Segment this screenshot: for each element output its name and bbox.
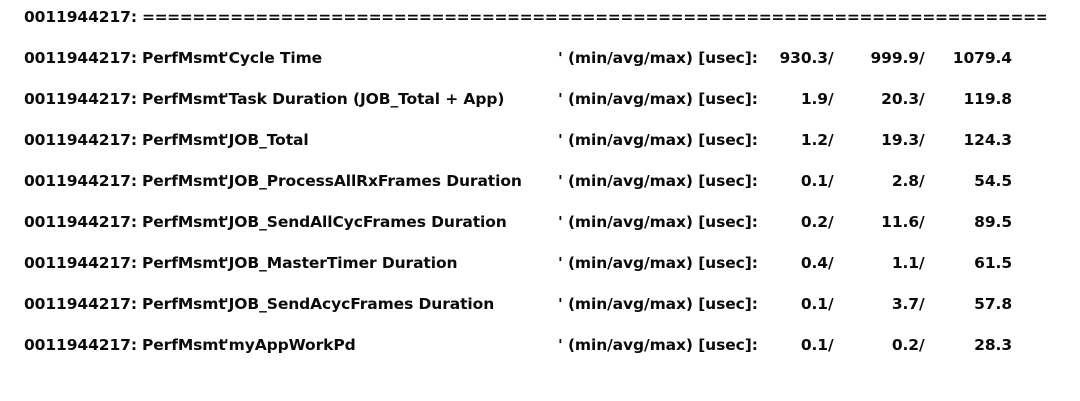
metric-min: 1.9 bbox=[800, 90, 828, 108]
metric-avg: 0.2 bbox=[891, 336, 919, 354]
value-slash: / bbox=[828, 295, 834, 313]
log-tag: PerfMsmt bbox=[142, 295, 226, 313]
metric-min: 0.1 bbox=[800, 295, 828, 313]
metric-units: ' (min/avg/max) [usec]: bbox=[558, 131, 758, 149]
metric-units: ' (min/avg/max) [usec]: bbox=[558, 90, 758, 108]
value-slash: / bbox=[919, 49, 925, 67]
log-timestamp: 0011944217: bbox=[24, 90, 137, 108]
metric-units: ' (min/avg/max) [usec]: bbox=[558, 172, 758, 190]
log-tag: PerfMsmt bbox=[142, 90, 226, 108]
log-timestamp: 0011944217: bbox=[24, 172, 137, 190]
log-row: 0011944217: PerfMsmt 'JOB_SendAllCycFram… bbox=[24, 207, 1046, 237]
metric-label: 'JOB_SendAllCycFrames Duration bbox=[224, 213, 507, 231]
metric-max: 119.8 bbox=[963, 90, 1012, 108]
metric-label: 'JOB_Total bbox=[224, 131, 309, 149]
metric-units: ' (min/avg/max) [usec]: bbox=[558, 49, 758, 67]
value-slash: / bbox=[919, 336, 925, 354]
value-slash: / bbox=[828, 131, 834, 149]
metric-avg: 19.3 bbox=[881, 131, 919, 149]
log-tag: PerfMsmt bbox=[142, 336, 226, 354]
metric-max: 57.8 bbox=[974, 295, 1012, 313]
log-row: 0011944217: PerfMsmt 'Cycle Time ' (min/… bbox=[24, 43, 1046, 73]
value-slash: / bbox=[919, 172, 925, 190]
metric-label: 'JOB_ProcessAllRxFrames Duration bbox=[224, 172, 522, 190]
log-tag: PerfMsmt bbox=[142, 49, 226, 67]
value-slash: / bbox=[828, 254, 834, 272]
metric-min: 930.3 bbox=[779, 49, 828, 67]
metric-max: 89.5 bbox=[974, 213, 1012, 231]
metric-label: 'JOB_SendAcycFrames Duration bbox=[224, 295, 495, 313]
value-slash: / bbox=[919, 295, 925, 313]
metric-avg: 3.7 bbox=[891, 295, 919, 313]
metric-min: 0.2 bbox=[800, 213, 828, 231]
metric-max: 124.3 bbox=[963, 131, 1012, 149]
metric-min: 0.4 bbox=[800, 254, 828, 272]
metric-avg: 2.8 bbox=[891, 172, 919, 190]
log-row-separator: 0011944217: ============================… bbox=[24, 2, 1046, 32]
log-timestamp: 0011944217: bbox=[24, 295, 137, 313]
log-timestamp: 0011944217: bbox=[24, 131, 137, 149]
log-timestamp: 0011944217: bbox=[24, 8, 137, 26]
metric-avg: 999.9 bbox=[870, 49, 919, 67]
value-slash: / bbox=[919, 254, 925, 272]
metric-label: 'JOB_MasterTimer Duration bbox=[224, 254, 458, 272]
log-timestamp: 0011944217: bbox=[24, 49, 137, 67]
metric-min: 1.2 bbox=[800, 131, 828, 149]
metric-units: ' (min/avg/max) [usec]: bbox=[558, 213, 758, 231]
metric-avg: 11.6 bbox=[881, 213, 919, 231]
metric-units: ' (min/avg/max) [usec]: bbox=[558, 254, 758, 272]
metric-label: 'Cycle Time bbox=[224, 49, 323, 67]
log-timestamp: 0011944217: bbox=[24, 336, 137, 354]
metric-min: 0.1 bbox=[800, 172, 828, 190]
log-timestamp: 0011944217: bbox=[24, 254, 137, 272]
log-tag: PerfMsmt bbox=[142, 213, 226, 231]
log-tag: PerfMsmt bbox=[142, 172, 226, 190]
value-slash: / bbox=[828, 90, 834, 108]
metric-label: 'myAppWorkPd bbox=[224, 336, 356, 354]
log-timestamp: 0011944217: bbox=[24, 213, 137, 231]
value-slash: / bbox=[828, 172, 834, 190]
log-tag: PerfMsmt bbox=[142, 254, 226, 272]
log-row: 0011944217: PerfMsmt 'Task Duration (JOB… bbox=[24, 84, 1046, 114]
value-slash: / bbox=[919, 213, 925, 231]
metric-units: ' (min/avg/max) [usec]: bbox=[558, 295, 758, 313]
metric-min: 0.1 bbox=[800, 336, 828, 354]
log-row: 0011944217: PerfMsmt 'JOB_ProcessAllRxFr… bbox=[24, 166, 1046, 196]
value-slash: / bbox=[919, 90, 925, 108]
metric-max: 28.3 bbox=[974, 336, 1012, 354]
metric-max: 54.5 bbox=[974, 172, 1012, 190]
value-slash: / bbox=[828, 49, 834, 67]
log-row: 0011944217: PerfMsmt 'myAppWorkPd ' (min… bbox=[24, 330, 1046, 360]
metric-max: 1079.4 bbox=[952, 49, 1012, 67]
metric-units: ' (min/avg/max) [usec]: bbox=[558, 336, 758, 354]
metric-label: 'Task Duration (JOB_Total + App) bbox=[224, 90, 505, 108]
log-separator-rule: ========================================… bbox=[142, 8, 1046, 26]
metric-max: 61.5 bbox=[974, 254, 1012, 272]
log-row: 0011944217: PerfMsmt 'JOB_MasterTimer Du… bbox=[24, 248, 1046, 278]
log-row: 0011944217: PerfMsmt 'JOB_Total ' (min/a… bbox=[24, 125, 1046, 155]
value-slash: / bbox=[919, 131, 925, 149]
metric-avg: 20.3 bbox=[881, 90, 919, 108]
value-slash: / bbox=[828, 213, 834, 231]
metric-avg: 1.1 bbox=[891, 254, 919, 272]
log-row: 0011944217: PerfMsmt 'JOB_SendAcycFrames… bbox=[24, 289, 1046, 319]
value-slash: / bbox=[828, 336, 834, 354]
log-tag: PerfMsmt bbox=[142, 131, 226, 149]
